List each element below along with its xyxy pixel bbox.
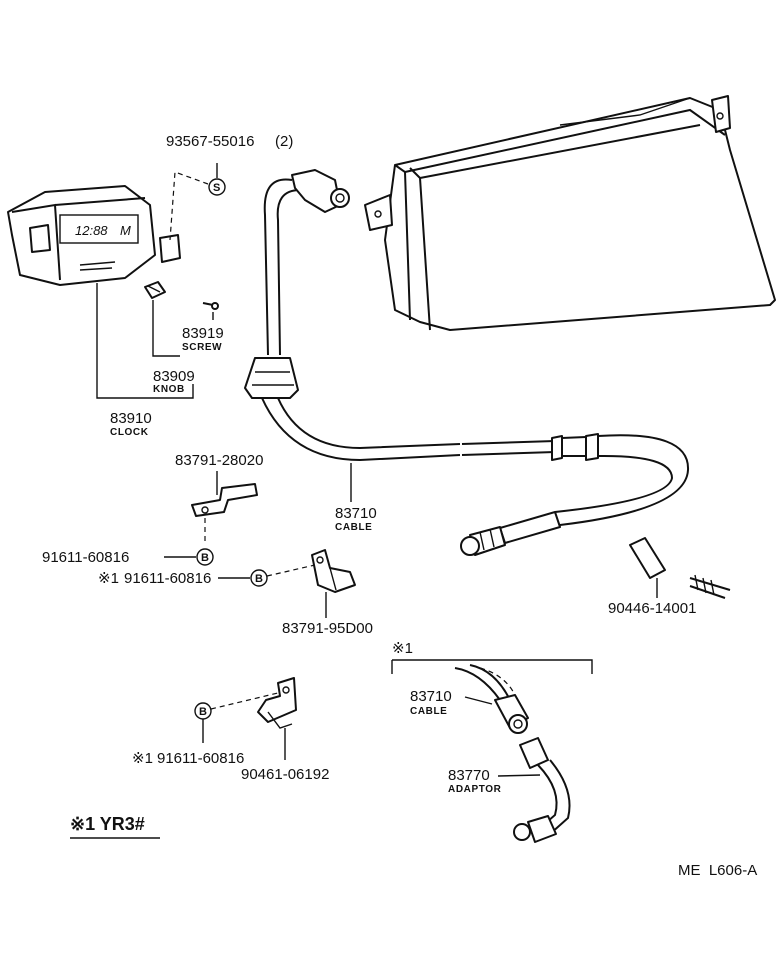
svg-text:B: B [199,706,207,718]
bolt-b1-number: 91611-60816 [42,549,129,566]
screw-number: 83919 [182,325,224,342]
screw-illustration [202,302,219,310]
cable-variant-name: CABLE [410,706,447,717]
clamp-lower-illustration [311,549,356,593]
screw-bolt-number: 93567-55016 [166,133,254,150]
bolt-b2-marker: ※1 [98,570,119,587]
svg-text:M: M [120,223,131,238]
bolt-b3-number: 91611-60816 [157,750,244,767]
screw-bolt-qty: (2) [275,133,293,150]
clip-number: 90461-06192 [241,766,329,783]
bolt-b3-symbol: B [194,702,212,720]
clamp-upper-number: 83791-28020 [175,452,263,469]
cable-variant-illustration [454,664,571,843]
svg-text:S: S [213,182,220,194]
screw-name: SCREW [182,342,222,353]
clock-illustration: 12:88 M [7,185,181,286]
bolt-b3-marker: ※1 [132,750,153,767]
cable-variant-number: 83710 [410,688,452,705]
variant-marker: ※1 [392,640,413,657]
speedometer-cable-illustration [244,169,690,556]
bolt-b2-number: 91611-60816 [124,570,211,587]
cable-number: 83710 [335,505,377,522]
screw-bolt-s-symbol: S [208,178,226,196]
knob-name: KNOB [153,384,185,395]
grommet-number: 90446-14001 [608,600,696,617]
grommet-illustration [629,537,731,599]
clock-name: CLOCK [110,427,149,438]
knob-number: 83909 [153,368,195,385]
clock-number: 83910 [110,410,152,427]
bolt-b2-symbol: B [250,569,268,587]
svg-text:B: B [201,552,209,564]
instrument-cluster-illustration [364,95,776,331]
clamp-lower-number: 83791-95D00 [282,620,373,637]
bolt-b1-symbol: B [196,548,214,566]
cable-name: CABLE [335,522,372,533]
clip-illustration [257,677,297,729]
diagram-code: ME L606-A [678,862,757,879]
svg-text:B: B [255,573,263,585]
footnote-text: ※1 YR3# [70,814,145,834]
clock-display-text: 12:88 [75,223,108,238]
adaptor-name: ADAPTOR [448,784,502,795]
knob-illustration [144,281,166,299]
clamp-upper-illustration [191,483,258,517]
adaptor-number: 83770 [448,767,490,784]
